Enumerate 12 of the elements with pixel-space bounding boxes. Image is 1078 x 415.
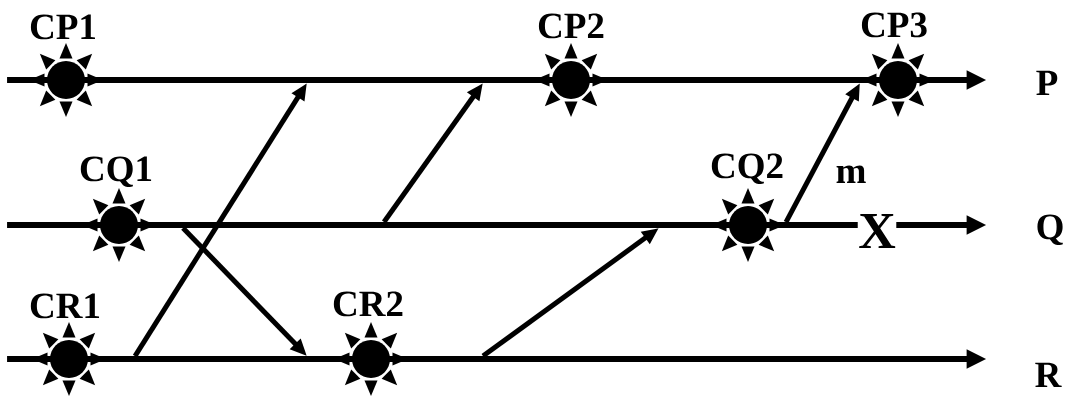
x-mark: X (857, 213, 897, 249)
checkpoint-label: CP1 (30, 14, 95, 40)
process-label: R (1035, 362, 1062, 387)
checkpoint-label: CR2 (333, 291, 403, 317)
checkpoint-label: CQ2 (711, 153, 783, 184)
checkpoint-label: CQ1 (80, 156, 152, 187)
edge-label: m (836, 165, 866, 183)
checkpoint-label: CP2 (538, 13, 604, 39)
checkpoint-label: CP3 (861, 12, 927, 38)
process-label: Q (1037, 214, 1063, 245)
checkpoint-label: CR1 (30, 293, 100, 319)
process-label: P (1036, 70, 1058, 95)
